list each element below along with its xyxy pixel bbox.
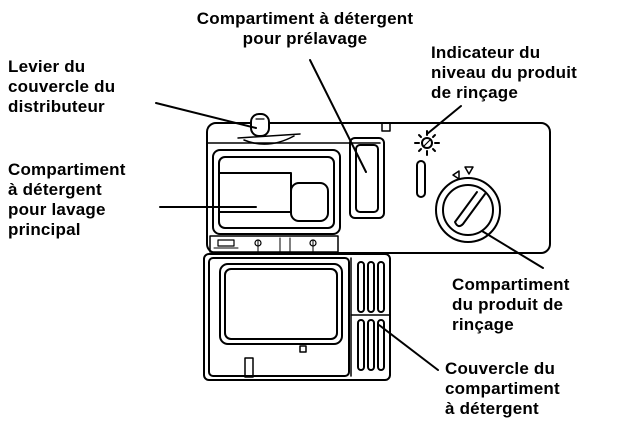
- label-rinse-aid-compartment: Compartiment du produit de rinçage: [452, 275, 570, 334]
- label-lid-lever: Levier du couvercle du distributeur: [8, 57, 116, 116]
- rinse-level-indicator-icon: [414, 130, 440, 198]
- prewash-compartment-icon: [349, 137, 385, 219]
- main-wash-compartment-icon: [212, 149, 341, 235]
- hinge-strip: [209, 235, 339, 253]
- label-main-wash-compartment: Compartiment à détergent pour lavage pri…: [8, 160, 126, 239]
- label-prewash-compartment: Compartiment à détergent pour prélavage: [196, 9, 414, 48]
- label-detergent-cover: Couvercle du compartiment à détergent: [445, 359, 560, 418]
- rinse-aid-cap-icon: [435, 166, 501, 243]
- lid-lever-icon: [237, 113, 301, 145]
- label-rinse-indicator: Indicateur du niveau du produit de rinça…: [431, 43, 578, 102]
- detergent-cover-icon: [203, 253, 391, 381]
- leader-lines: [155, 59, 544, 371]
